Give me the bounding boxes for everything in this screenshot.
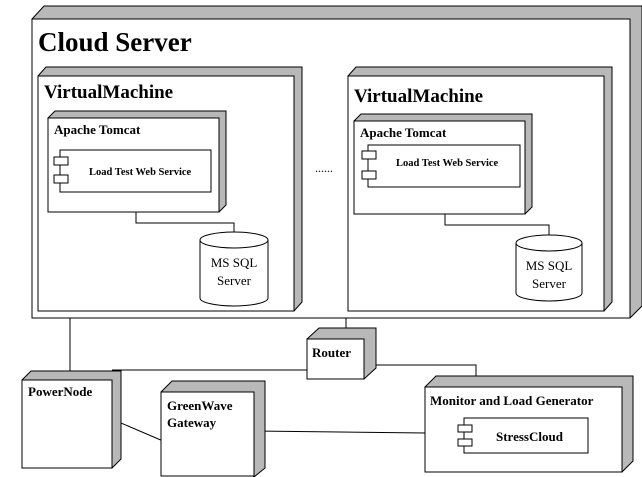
router-label: Router	[312, 345, 351, 360]
virtual-machine-node-1: VirtualMachine Apache Tomcat Load Test W…	[37, 66, 303, 312]
vm1-service-db-connector	[135, 212, 235, 232]
virtual-machine-node-2: VirtualMachine Apache Tomcat Load Test W…	[347, 66, 613, 312]
vm2-tomcat-label: Apache Tomcat	[360, 125, 447, 140]
vm2-service-label: Load Test Web Service	[396, 158, 499, 169]
router-node: Router	[306, 327, 377, 380]
monitor-load-generator-node: Monitor and Load Generator StressCloud	[424, 375, 634, 473]
ellipsis-text: ......	[315, 161, 333, 175]
component-icon	[457, 424, 473, 433]
greenwave-gateway-node: GreenWave Gateway	[160, 380, 266, 477]
component-icon	[361, 170, 377, 180]
vm2-db-line1: MS SQL	[526, 258, 573, 273]
component-icon	[53, 174, 69, 184]
link-router-monitor	[362, 358, 477, 376]
link-greenwave-monitor	[253, 430, 427, 434]
stresscloud-label: StressCloud	[496, 429, 564, 444]
vm2-database: MS SQL Server	[515, 234, 583, 302]
network-links	[69, 318, 477, 442]
vm2-db-line2: Server	[532, 276, 567, 291]
vm2-title: VirtualMachine	[354, 86, 483, 107]
vm1-tomcat-label: Apache Tomcat	[54, 122, 141, 137]
vm1-db-line2: Server	[217, 273, 252, 288]
component-icon	[361, 150, 377, 160]
vm1-db-line1: MS SQL	[211, 255, 258, 270]
greenwave-label-line2: Gateway	[167, 415, 217, 430]
greenwave-label-line1: GreenWave	[167, 398, 233, 413]
vm1-title: VirtualMachine	[44, 82, 173, 103]
cloud-server-title: Cloud Server	[38, 27, 192, 57]
vm2-service-db-connector	[444, 214, 550, 235]
vm1-service-component: Load Test Web Service	[53, 149, 212, 193]
vm1-database: MS SQL Server	[199, 231, 269, 307]
component-icon	[457, 438, 473, 447]
vm2-service-component: Load Test Web Service	[361, 144, 521, 188]
vm1-service-label: Load Test Web Service	[89, 167, 192, 178]
monitor-label: Monitor and Load Generator	[430, 393, 594, 408]
powernode-node: PowerNode	[21, 370, 122, 469]
powernode-label: PowerNode	[28, 384, 92, 399]
stresscloud-component: StressCloud	[457, 417, 589, 454]
link-powernode-greenwave	[113, 419, 164, 442]
component-icon	[53, 156, 69, 166]
